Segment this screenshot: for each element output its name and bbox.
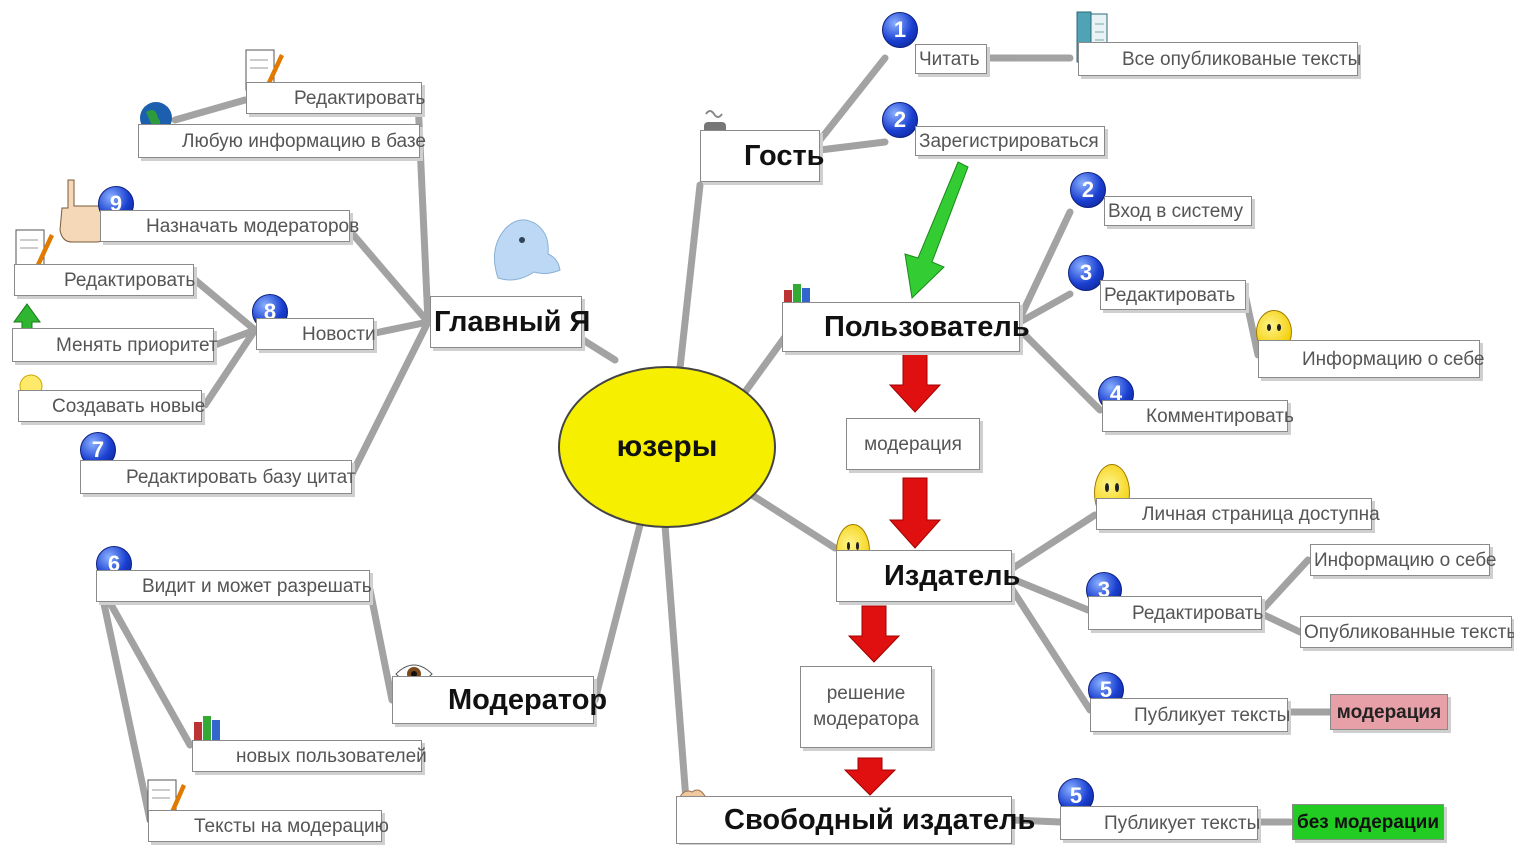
read-label: Читать [919, 48, 980, 70]
badge-num: 5 [1069, 783, 1083, 808]
badge-num: 7 [91, 437, 105, 462]
badge-num: 9 [109, 191, 123, 216]
badge-num: 3 [1079, 260, 1093, 285]
node-gost-label: Гость [744, 139, 825, 172]
center-node[interactable]: юзеры [558, 366, 776, 528]
personal-page-label: Личная страница доступна [1142, 503, 1380, 525]
badge-num: 8 [263, 299, 277, 324]
register-label: Зарегистрироваться [919, 130, 1099, 152]
node-glavny-label: Главный Я [434, 305, 591, 338]
assign-moderators-box[interactable]: Назначать модераторов [100, 210, 359, 242]
node-moderator[interactable]: Модератор [392, 676, 607, 724]
badge-num: 3 [1097, 577, 1111, 602]
register-box[interactable]: Зарегистрироваться [915, 126, 1105, 156]
texts-moderation-box[interactable]: Тексты на модерацию [148, 810, 389, 842]
glavny-edit-top-label: Редактировать [294, 87, 426, 109]
edit-document-icon [15, 229, 54, 271]
number-badge-2: 2 [1070, 172, 1106, 208]
number-badge-1: 1 [882, 12, 918, 48]
publisher-info-self-label: Информацию о себе [1314, 549, 1497, 571]
new-users-box[interactable]: новых пользователей [192, 740, 427, 772]
user-info-self-box[interactable]: Информацию о себе [1258, 340, 1485, 378]
tag-free: без модерации [1292, 804, 1444, 840]
comment-label: Комментировать [1146, 405, 1294, 427]
personal-page-box[interactable]: Личная страница доступна [1096, 498, 1380, 530]
number-badge-3: 3 [1068, 255, 1104, 291]
node-moderator-label: Модератор [448, 683, 608, 716]
news-priority-label: Менять приоритет [56, 334, 218, 356]
news-box[interactable]: Новости [256, 318, 376, 350]
news-create-label: Создавать новые [52, 395, 206, 417]
publisher-publish-box[interactable]: Публикует тексты [1090, 698, 1291, 732]
any-info-box[interactable]: Любую информацию в базе [138, 124, 426, 158]
moderation-label: модерация [864, 433, 962, 455]
decision-line1: решение [826, 683, 906, 705]
quotes-box[interactable]: Редактировать базу цитат [80, 460, 356, 494]
green-arrow [904, 161, 969, 300]
center-label: юзеры [616, 430, 718, 463]
read-box[interactable]: Читать [915, 44, 987, 74]
user-info-self-label: Информацию о себе [1302, 348, 1485, 370]
decision-box[interactable]: решение модератора [800, 666, 932, 748]
sees-label: Видит и может разрешать [142, 575, 372, 597]
node-svobodny-label: Свободный издатель [724, 803, 1036, 836]
red-arrows [843, 351, 942, 796]
node-svobodny[interactable]: Свободный издатель [676, 796, 1035, 844]
tag-moderation-label: модерация [1336, 701, 1442, 723]
published-texts-label: Опубликованные тексты [1304, 621, 1514, 643]
node-glavny[interactable]: Главный Я [430, 296, 590, 348]
free-publish-box[interactable]: Публикует тексты [1060, 806, 1261, 840]
published-texts-box[interactable]: Опубликованные тексты [1300, 616, 1514, 648]
badge-num: 6 [107, 551, 121, 576]
badge-num: 2 [1081, 177, 1095, 202]
news-edit-box[interactable]: Редактировать [14, 264, 196, 296]
badge-num: 1 [893, 17, 907, 42]
news-label: Новости [302, 323, 376, 345]
node-izdatel[interactable]: Издатель [836, 550, 1020, 602]
number-badge-2: 2 [882, 102, 918, 138]
user-edit-label: Редактировать [1104, 284, 1236, 306]
sees-box[interactable]: Видит и может разрешать [96, 570, 372, 602]
badge-num: 4 [1109, 381, 1123, 406]
badge-num: 5 [1099, 677, 1113, 702]
user-edit-box[interactable]: Редактировать [1100, 280, 1246, 310]
any-info-label: Любую информацию в базе [182, 130, 426, 152]
news-edit-label: Редактировать [64, 269, 196, 291]
texts-moderation-label: Тексты на модерацию [194, 815, 389, 837]
news-create-box[interactable]: Создавать новые [18, 390, 206, 422]
quotes-label: Редактировать базу цитат [126, 466, 356, 488]
free-publish-label: Публикует тексты [1104, 812, 1261, 834]
node-polzovatel[interactable]: Пользователь [782, 302, 1030, 352]
tag-free-label: без модерации [1296, 811, 1440, 833]
publisher-edit-box[interactable]: Редактировать [1088, 596, 1264, 630]
node-gost[interactable]: Гость [700, 130, 825, 182]
moderation-box[interactable]: модерация [846, 418, 980, 470]
publisher-info-self-box[interactable]: Информацию о себе [1310, 544, 1497, 576]
tag-moderation: модерация [1330, 694, 1448, 730]
news-priority-box[interactable]: Менять приоритет [12, 328, 218, 362]
new-users-label: новых пользователей [236, 745, 427, 767]
node-izdatel-label: Издатель [884, 559, 1021, 592]
badge-num: 2 [893, 107, 907, 132]
all-texts-label: Все опубликованые тексты [1122, 48, 1362, 70]
login-box[interactable]: Вход в систему [1104, 196, 1252, 226]
glavny-edit-top-box[interactable]: Редактировать [246, 82, 426, 114]
assign-moderators-label: Назначать модераторов [146, 215, 360, 237]
comment-box[interactable]: Комментировать [1102, 400, 1294, 432]
node-polzovatel-label: Пользователь [824, 310, 1030, 343]
publisher-edit-label: Редактировать [1132, 602, 1264, 624]
ghost-bird-icon [493, 219, 561, 281]
publisher-publish-label: Публикует тексты [1134, 704, 1291, 726]
login-label: Вход в систему [1108, 200, 1244, 222]
decision-line2: модератора [813, 709, 919, 730]
pointing-hand-icon [59, 179, 104, 243]
all-texts-box[interactable]: Все опубликованые тексты [1078, 42, 1362, 76]
